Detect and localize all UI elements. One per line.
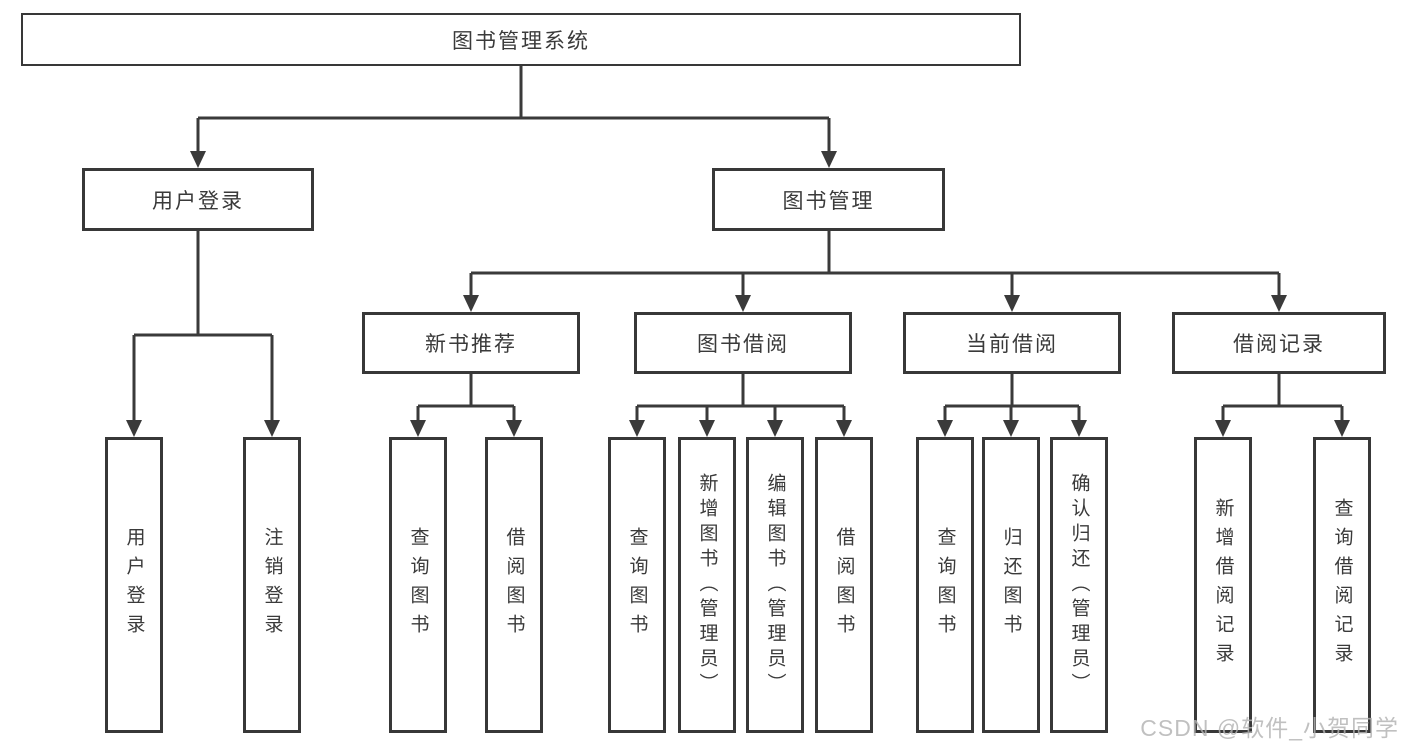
leaf-nb-query-book-label: 查询图书 bbox=[407, 527, 429, 643]
leaf-logout-label: 注销登录 bbox=[261, 527, 283, 643]
node-book-management: 图书管理 bbox=[712, 168, 945, 231]
node-user-login-label: 用户登录 bbox=[152, 189, 244, 213]
node-borrow-records: 借阅记录 bbox=[1172, 312, 1386, 374]
leaf-cb-return-book: 归还图书 bbox=[982, 437, 1040, 733]
leaf-cb-return-book-label: 归还图书 bbox=[1000, 527, 1022, 643]
node-current-borrow-label: 当前借阅 bbox=[966, 333, 1058, 356]
leaf-bb-borrow-book: 借阅图书 bbox=[815, 437, 873, 733]
node-book-borrow: 图书借阅 bbox=[634, 312, 852, 374]
leaf-user-login: 用户登录 bbox=[105, 437, 163, 733]
leaf-logout: 注销登录 bbox=[243, 437, 301, 733]
leaf-bb-add-book-admin: 新增图书（管理员） bbox=[678, 437, 736, 733]
leaf-br-add-record: 新增借阅记录 bbox=[1194, 437, 1252, 733]
node-book-borrow-label: 图书借阅 bbox=[697, 333, 789, 356]
leaf-br-query-record: 查询借阅记录 bbox=[1313, 437, 1371, 733]
leaf-bb-borrow-book-label: 借阅图书 bbox=[833, 527, 855, 643]
arrowheads bbox=[126, 151, 1350, 437]
leaf-nb-borrow-book: 借阅图书 bbox=[485, 437, 543, 733]
leaf-user-login-label: 用户登录 bbox=[123, 527, 145, 643]
leaf-br-query-record-label: 查询借阅记录 bbox=[1331, 498, 1353, 672]
leaf-cb-confirm-return-admin: 确认归还（管理员） bbox=[1050, 437, 1108, 733]
leaf-br-add-record-label: 新增借阅记录 bbox=[1212, 498, 1234, 672]
leaf-bb-edit-book-admin-label: 编辑图书（管理员） bbox=[764, 472, 786, 698]
node-borrow-records-label: 借阅记录 bbox=[1233, 333, 1325, 356]
leaf-nb-query-book: 查询图书 bbox=[389, 437, 447, 733]
node-user-login: 用户登录 bbox=[82, 168, 314, 231]
leaf-cb-confirm-return-admin-label: 确认归还（管理员） bbox=[1068, 472, 1090, 698]
leaf-cb-query-book-label: 查询图书 bbox=[934, 527, 956, 643]
leaf-bb-query-book: 查询图书 bbox=[608, 437, 666, 733]
csdn-watermark: CSDN @软件_小贺同学 bbox=[1140, 715, 1399, 741]
leaf-nb-borrow-book-label: 借阅图书 bbox=[503, 527, 525, 643]
node-current-borrow: 当前借阅 bbox=[903, 312, 1121, 374]
leaf-bb-add-book-admin-label: 新增图书（管理员） bbox=[696, 472, 718, 698]
node-book-management-label: 图书管理 bbox=[782, 189, 875, 213]
leaf-bb-edit-book-admin: 编辑图书（管理员） bbox=[746, 437, 804, 733]
node-root: 图书管理系统 bbox=[21, 13, 1021, 66]
node-root-label: 图书管理系统 bbox=[452, 29, 590, 53]
leaf-cb-query-book: 查询图书 bbox=[916, 437, 974, 733]
leaf-bb-query-book-label: 查询图书 bbox=[626, 527, 648, 643]
node-new-book-recommend: 新书推荐 bbox=[362, 312, 580, 374]
node-new-book-recommend-label: 新书推荐 bbox=[425, 333, 517, 356]
